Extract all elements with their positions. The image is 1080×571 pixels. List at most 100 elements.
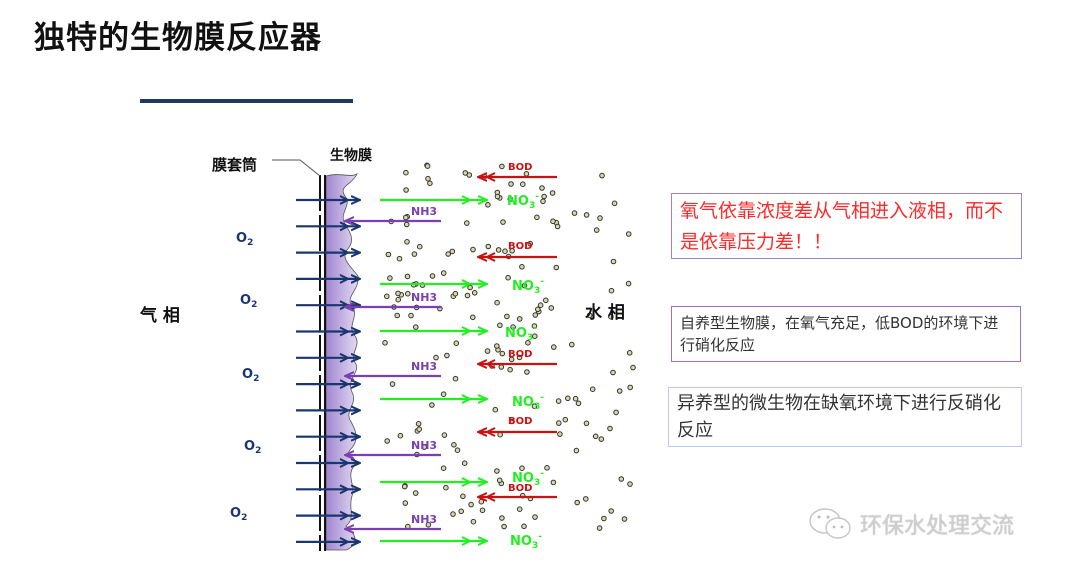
no3-arrow-head bbox=[461, 326, 473, 336]
particle bbox=[411, 251, 418, 257]
particle bbox=[470, 246, 476, 253]
particle bbox=[504, 313, 510, 320]
particle bbox=[403, 221, 410, 228]
particle bbox=[427, 180, 433, 187]
o2-label: O2 bbox=[236, 231, 253, 248]
no3-subscript: 3 bbox=[532, 541, 538, 551]
particle bbox=[516, 506, 523, 513]
nh3-label: NH3 bbox=[411, 513, 437, 526]
no3-label: NO3- bbox=[505, 324, 537, 343]
o2-subscript: 2 bbox=[247, 238, 253, 248]
particle bbox=[440, 391, 447, 398]
o2-subscript: 2 bbox=[253, 374, 259, 384]
particle bbox=[440, 465, 447, 472]
no3-arrow-head bbox=[461, 477, 473, 487]
particle bbox=[521, 282, 528, 289]
particle bbox=[534, 214, 540, 221]
no3-label: NO3- bbox=[507, 192, 539, 211]
particle bbox=[550, 218, 556, 225]
particle bbox=[424, 163, 431, 169]
particle bbox=[403, 187, 409, 193]
particle bbox=[608, 508, 615, 514]
no3-superscript: - bbox=[538, 532, 542, 542]
particle bbox=[384, 438, 391, 444]
no3-subscript: 3 bbox=[534, 402, 540, 412]
no3-arrow-head bbox=[461, 279, 473, 289]
particle bbox=[608, 313, 614, 320]
o2-arrow-head bbox=[339, 352, 351, 363]
particle bbox=[524, 369, 530, 375]
particle bbox=[539, 185, 545, 191]
no3-subscript: 3 bbox=[534, 286, 540, 296]
o2-label: O2 bbox=[244, 439, 261, 456]
biofilm-label: 生物膜 bbox=[330, 147, 372, 164]
particle bbox=[453, 340, 460, 347]
bod-arrow-head bbox=[484, 359, 496, 369]
particle bbox=[479, 507, 486, 514]
particle bbox=[540, 198, 546, 205]
bod-label: BOD bbox=[508, 483, 532, 494]
particle bbox=[471, 290, 478, 296]
particle bbox=[593, 227, 600, 233]
water-particles bbox=[382, 162, 636, 531]
particle bbox=[551, 344, 557, 350]
particle bbox=[395, 296, 402, 303]
particle bbox=[598, 436, 605, 442]
particle bbox=[433, 354, 439, 361]
particle bbox=[404, 273, 411, 280]
watermark-text: 环保水处理交流 bbox=[860, 514, 1015, 539]
particle bbox=[571, 210, 578, 216]
particle bbox=[592, 433, 599, 440]
particle bbox=[589, 386, 596, 393]
particle bbox=[509, 418, 515, 425]
particle bbox=[516, 354, 523, 361]
particle bbox=[565, 395, 571, 402]
nh3-label: NH3 bbox=[411, 205, 437, 218]
particle bbox=[616, 388, 623, 394]
bod-arrow-head bbox=[484, 427, 496, 437]
particle bbox=[527, 240, 534, 247]
o2-arrow-head bbox=[339, 247, 351, 258]
particle bbox=[408, 312, 414, 319]
nh3-label: NH3 bbox=[411, 439, 437, 452]
no3-superscript: - bbox=[540, 393, 544, 403]
no3-subscript: 3 bbox=[527, 333, 533, 343]
particle bbox=[413, 324, 419, 330]
o2-label: O2 bbox=[230, 506, 247, 523]
particle bbox=[519, 264, 525, 270]
particle bbox=[492, 406, 499, 413]
particle bbox=[562, 416, 569, 423]
bod-label: BOD bbox=[508, 349, 532, 360]
sleeve-label: 膜套筒 bbox=[212, 156, 257, 174]
particle bbox=[458, 508, 465, 515]
particle bbox=[573, 447, 580, 454]
particle bbox=[574, 499, 581, 506]
particle bbox=[532, 514, 538, 520]
particle bbox=[496, 477, 503, 484]
particle bbox=[495, 247, 502, 253]
particle bbox=[394, 312, 401, 319]
o2-arrow-head bbox=[339, 274, 351, 284]
particle bbox=[543, 297, 549, 304]
o2-arrow-head bbox=[339, 431, 351, 442]
particle bbox=[416, 243, 423, 250]
particle bbox=[444, 352, 450, 359]
o2-arrow-head bbox=[339, 537, 351, 547]
no3-label: NO3- bbox=[512, 393, 544, 412]
particle bbox=[501, 523, 507, 530]
particle bbox=[583, 496, 589, 502]
particle bbox=[396, 255, 403, 262]
particle bbox=[421, 444, 428, 450]
no3-superscript: - bbox=[533, 324, 537, 334]
particle bbox=[405, 290, 411, 297]
particle bbox=[548, 305, 555, 311]
particle bbox=[452, 375, 459, 382]
particle bbox=[519, 465, 525, 472]
no3-superscript: - bbox=[540, 277, 544, 287]
particle bbox=[572, 395, 579, 402]
o2-arrow-head bbox=[339, 326, 351, 337]
particle bbox=[520, 181, 526, 187]
particle bbox=[626, 350, 633, 356]
particle bbox=[550, 479, 557, 486]
